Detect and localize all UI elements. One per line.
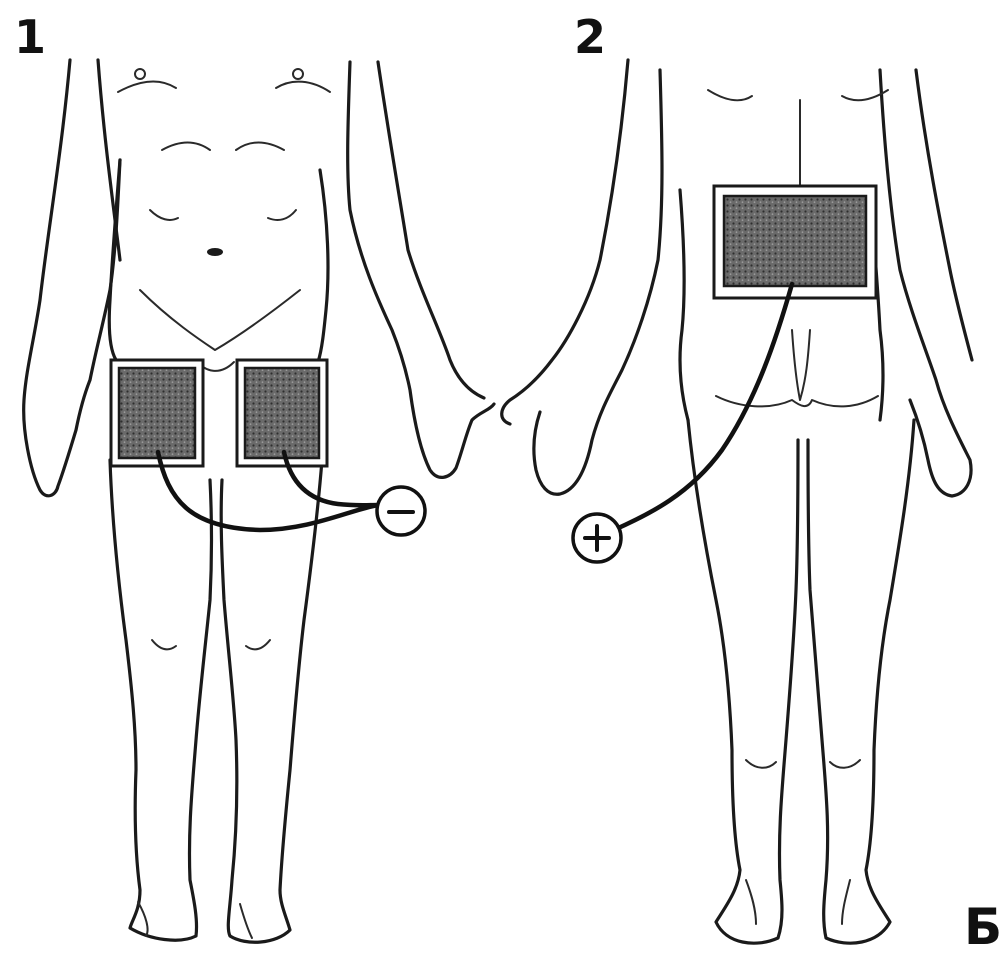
negative-terminal bbox=[377, 487, 425, 535]
front-view-label: 1 bbox=[14, 14, 46, 60]
back-electrode-lumbar bbox=[714, 186, 876, 298]
back-view-label: 2 bbox=[574, 14, 606, 60]
positive-terminal bbox=[573, 514, 621, 562]
front-electrode-right bbox=[237, 360, 327, 466]
panel-letter-label: Б bbox=[964, 902, 1002, 952]
